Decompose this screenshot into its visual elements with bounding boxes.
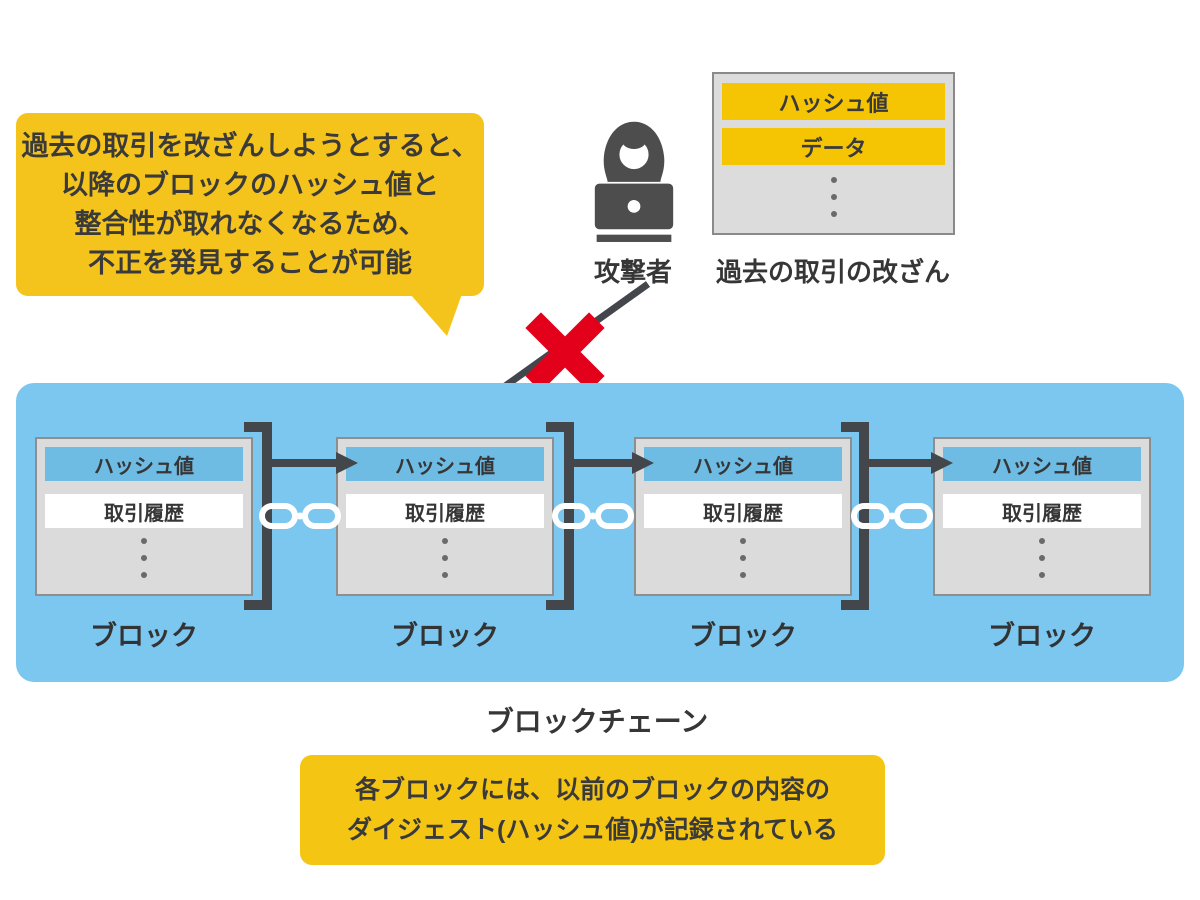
block-1-label: ブロック — [90, 621, 198, 651]
link-arrow-icon — [574, 452, 654, 474]
hash-row: ハッシュ値 — [943, 447, 1141, 481]
hash-row: ハッシュ値 — [346, 447, 544, 481]
link-arrow-icon — [267, 452, 358, 474]
blockchain-title: ブロックチェーン — [485, 706, 709, 737]
hash-row: ハッシュ値 — [45, 447, 243, 481]
callout-tail — [410, 294, 462, 336]
block-4-label: ブロック — [988, 621, 1096, 651]
chain-link-icon — [552, 503, 634, 529]
block-1: ハッシュ値 取引履歴 — [35, 437, 253, 596]
callout-line: 過去の取引を改ざんしようとすると、 — [21, 130, 479, 161]
tamper-data-row: データ — [722, 128, 945, 165]
attacker-label: 攻撃者 — [593, 257, 672, 287]
bracket-icon — [841, 422, 869, 610]
ellipsis-dots — [644, 538, 842, 578]
history-row: 取引履歴 — [943, 494, 1141, 528]
note-line: ダイジェスト(ハッシュ値)が記録されている — [347, 816, 838, 844]
note-line: 各ブロックには、以前のブロックの内容の — [354, 776, 830, 804]
callout-line: 不正を発見することが可能 — [88, 247, 412, 278]
block-2: ハッシュ値 取引履歴 — [336, 437, 554, 596]
block-3-label: ブロック — [689, 621, 797, 651]
history-row: 取引履歴 — [45, 494, 243, 528]
ellipsis-dots — [943, 538, 1141, 578]
ellipsis-dots — [45, 538, 243, 578]
callout-bubble: 過去の取引を改ざんしようとすると、 以降のブロックのハッシュ値と 整合性が取れな… — [16, 113, 484, 296]
callout-line: 以降のブロックのハッシュ値と — [61, 169, 439, 200]
hash-row: ハッシュ値 — [644, 447, 842, 481]
callout-line: 整合性が取れなくなるため、 — [74, 208, 426, 239]
bracket-icon — [244, 422, 272, 610]
x-icon — [525, 312, 605, 392]
attacker-icon — [593, 118, 675, 242]
block-2-label: ブロック — [391, 621, 499, 651]
block-3: ハッシュ値 取引履歴 — [634, 437, 852, 596]
block-4: ハッシュ値 取引履歴 — [933, 437, 1151, 596]
tamper-hash-row: ハッシュ値 — [722, 83, 945, 120]
history-row: 取引履歴 — [644, 494, 842, 528]
tamper-label: 過去の取引の改ざん — [715, 257, 950, 287]
tampered-block-box: ハッシュ値 データ — [712, 72, 955, 235]
chain-link-icon — [851, 503, 933, 529]
bracket-icon — [546, 422, 574, 610]
note-box: 各ブロックには、以前のブロックの内容の ダイジェスト(ハッシュ値)が記録されてい… — [300, 755, 885, 865]
history-row: 取引履歴 — [346, 494, 544, 528]
ellipsis-dots — [722, 177, 945, 217]
chain-link-icon — [259, 503, 341, 529]
link-arrow-icon — [869, 452, 953, 474]
ellipsis-dots — [346, 538, 544, 578]
